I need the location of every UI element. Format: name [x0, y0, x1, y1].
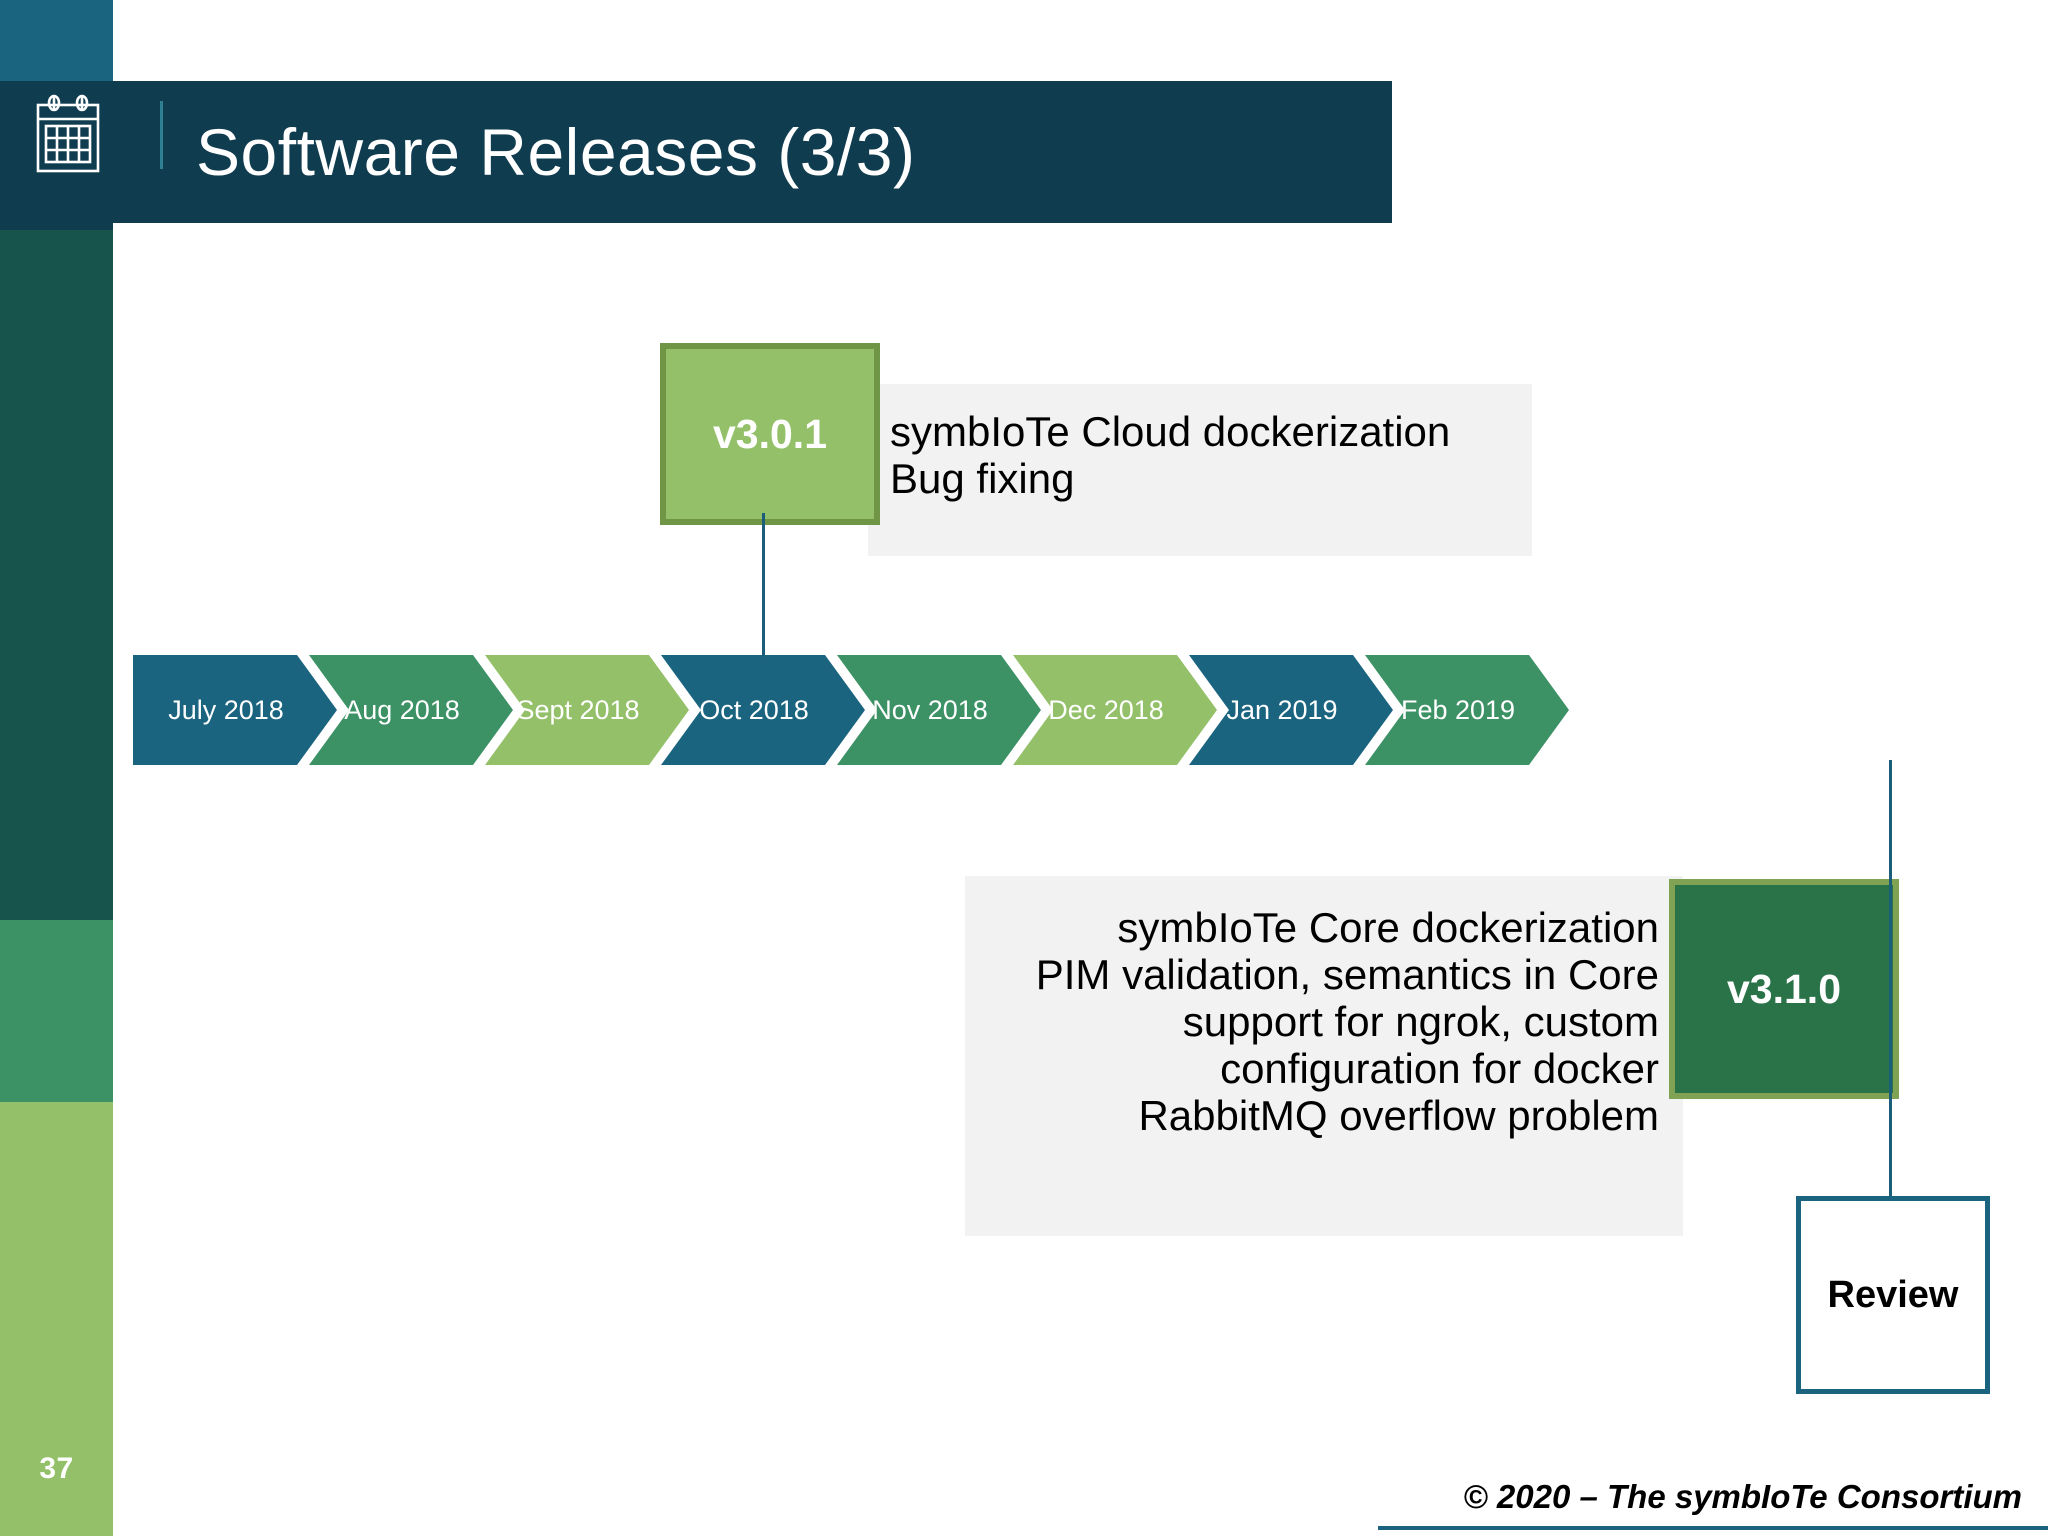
- slide-header-bar: [0, 81, 1392, 223]
- release-note-line: configuration for docker: [1220, 1045, 1659, 1093]
- timeline-chevron-label: Sept 2018: [516, 694, 640, 725]
- release-notes-v3-1-0: symbIoTe Core dockerization PIM validati…: [965, 876, 1683, 1236]
- release-note-line: PIM validation, semantics in Core: [1035, 951, 1659, 999]
- timeline-chevron-nov-2018[interactable]: Nov 2018: [837, 655, 1041, 765]
- release-notes-v3-0-1: symbIoTe Cloud dockerization Bug fixing: [868, 384, 1532, 556]
- copyright-footer: © 2020 – The symbIoTe Consortium: [1463, 1478, 2022, 1515]
- timeline-chevron-feb-2019[interactable]: Feb 2019: [1365, 655, 1569, 765]
- connector-review: [1889, 760, 1892, 1200]
- timeline-chevron-oct-2018[interactable]: Oct 2018: [661, 655, 865, 765]
- footer-rule: [1378, 1526, 2048, 1530]
- release-note-line: support for ngrok, custom: [1182, 998, 1659, 1046]
- release-badge-v3-1-0[interactable]: v3.1.0: [1669, 879, 1899, 1099]
- timeline-chevron-july-2018[interactable]: July 2018: [133, 655, 337, 765]
- timeline-chevron-label: July 2018: [168, 694, 284, 725]
- calendar-icon: [36, 94, 100, 173]
- header-divider: [160, 101, 163, 169]
- timeline-chevron-label: Oct 2018: [699, 694, 809, 725]
- timeline-chevron-aug-2018[interactable]: Aug 2018: [309, 655, 513, 765]
- timeline-chevron-row: July 2018 Aug 2018 Sept 2018 Oct 2018 No…: [133, 655, 1541, 765]
- release-note-line: Bug fixing: [890, 455, 1075, 503]
- rail-band-dark-green: [0, 230, 113, 920]
- review-milestone-box[interactable]: Review: [1796, 1196, 1990, 1394]
- timeline-chevron-label: Feb 2019: [1400, 694, 1516, 725]
- timeline-chevron-label: Aug 2018: [344, 694, 460, 725]
- rail-band-teal: [0, 0, 113, 82]
- connector-v3-0-1: [762, 513, 765, 657]
- page-title: Software Releases (3/3): [196, 115, 916, 189]
- timeline-chevron-label: Dec 2018: [1048, 694, 1164, 725]
- timeline-chevron-label: Jan 2019: [1226, 694, 1338, 725]
- release-note-line: RabbitMQ overflow problem: [1138, 1092, 1659, 1140]
- page-number: 37: [39, 1452, 74, 1485]
- timeline-chevron-label: Nov 2018: [872, 694, 988, 725]
- rail-band-medium-green: [0, 920, 113, 1102]
- timeline-chevron-jan-2019[interactable]: Jan 2019: [1189, 655, 1393, 765]
- release-note-line: symbIoTe Cloud dockerization: [890, 408, 1451, 455]
- release-note-line: symbIoTe Core dockerization: [1117, 904, 1659, 951]
- timeline-chevron-dec-2018[interactable]: Dec 2018: [1013, 655, 1217, 765]
- release-badge-v3-0-1[interactable]: v3.0.1: [660, 343, 880, 525]
- rail-band-light-green: [0, 1102, 113, 1536]
- left-color-rail: [0, 0, 113, 1536]
- timeline-chevron-sept-2018[interactable]: Sept 2018: [485, 655, 689, 765]
